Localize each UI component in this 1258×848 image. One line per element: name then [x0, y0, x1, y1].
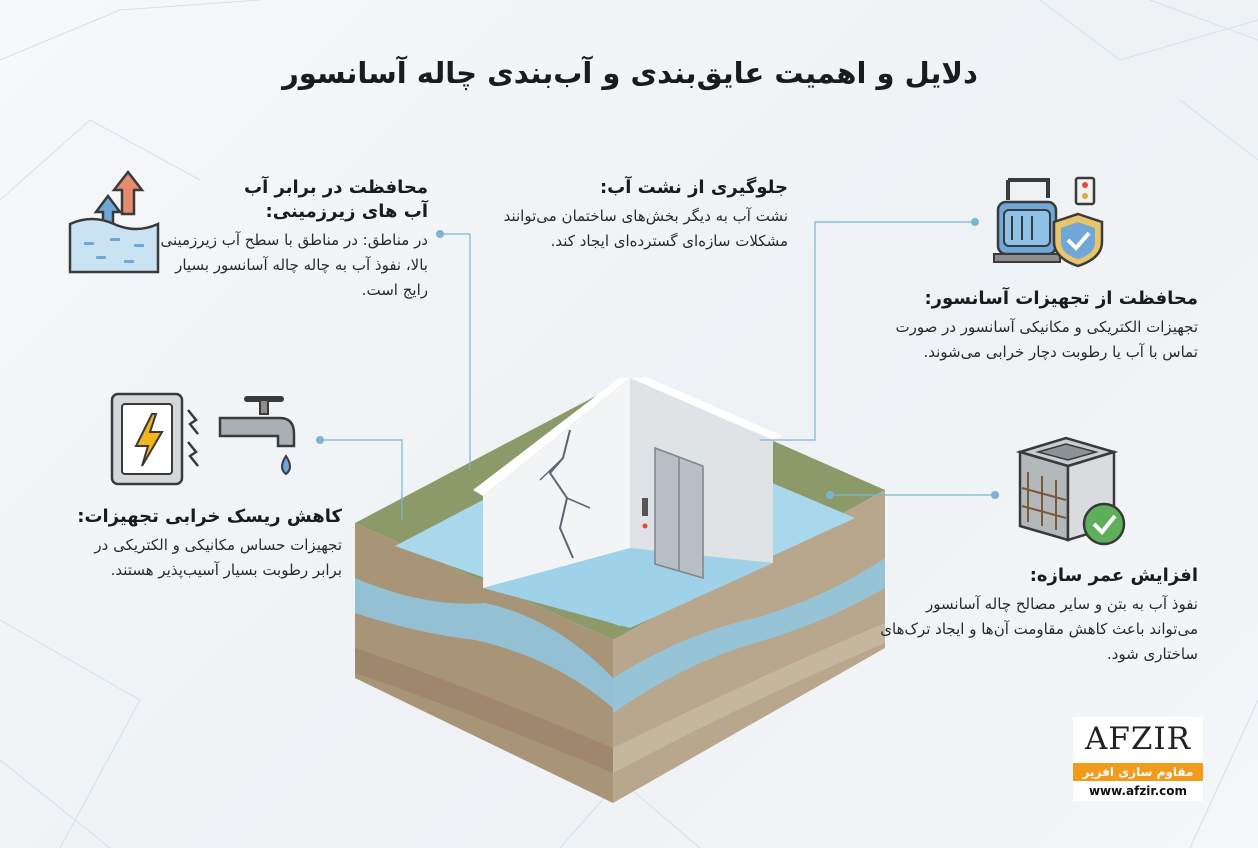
lifespan-heading: افزایش عمر سازه: [1029, 565, 1198, 586]
logo-brand: AFZIR [1084, 721, 1192, 757]
groundwater-heading-line1: محافظت در برابر آب [244, 177, 428, 198]
panel-faucet-icon [110, 392, 296, 486]
pump-shield-icon [993, 176, 1104, 268]
section-risk: کاهش ریسک خرابی تجهیزات: تجهیزات حساس مک… [64, 505, 342, 583]
lifespan-body: نفوذ آب به بتن و سایر مصالح چاله آسانسور… [880, 595, 1198, 663]
section-leak: جلوگیری از نشت آب: نشت آب به دیگر بخش‌ها… [488, 176, 788, 254]
equipment-body: تجهیزات الکتریکی و مکانیکی آسانسور در صو… [895, 318, 1198, 361]
section-groundwater: محافظت در برابر آب آب های زیرزمینی: در م… [150, 176, 428, 303]
risk-body: تجهیزات حساس مکانیکی و الکتریکی در برابر… [94, 536, 342, 579]
section-equipment: محافظت از تجهیزات آسانسور: تجهیزات الکتر… [880, 287, 1198, 365]
section-lifespan: افزایش عمر سازه: نفوذ آب به بتن و سایر م… [880, 564, 1198, 667]
risk-heading: کاهش ریسک خرابی تجهیزات: [77, 506, 342, 527]
groundwater-rise-icon [68, 169, 160, 274]
groundwater-heading-line2: آب های زیرزمینی: [265, 201, 428, 222]
elevator-pit-illustration [355, 378, 885, 803]
groundwater-body: در مناطق: در مناطق با سطح آب زیرزمینی با… [160, 231, 428, 299]
afzir-logo: AFZIR مقاوم سازی افزیر www.afzir.com [1073, 717, 1203, 801]
equipment-heading: محافظت از تجهیزات آسانسور: [924, 288, 1198, 309]
page-title: دلایل و اهمیت عایق‌بندی و آب‌بندی چاله آ… [282, 56, 978, 90]
leak-heading: جلوگیری از نشت آب: [599, 177, 788, 198]
leak-body: نشت آب به دیگر بخش‌های ساختمان می‌توانند… [503, 207, 788, 250]
logo-tagline: مقاوم سازی افزیر [1073, 763, 1203, 781]
logo-url[interactable]: www.afzir.com [1088, 784, 1188, 798]
concrete-column-check-icon [1015, 436, 1126, 546]
